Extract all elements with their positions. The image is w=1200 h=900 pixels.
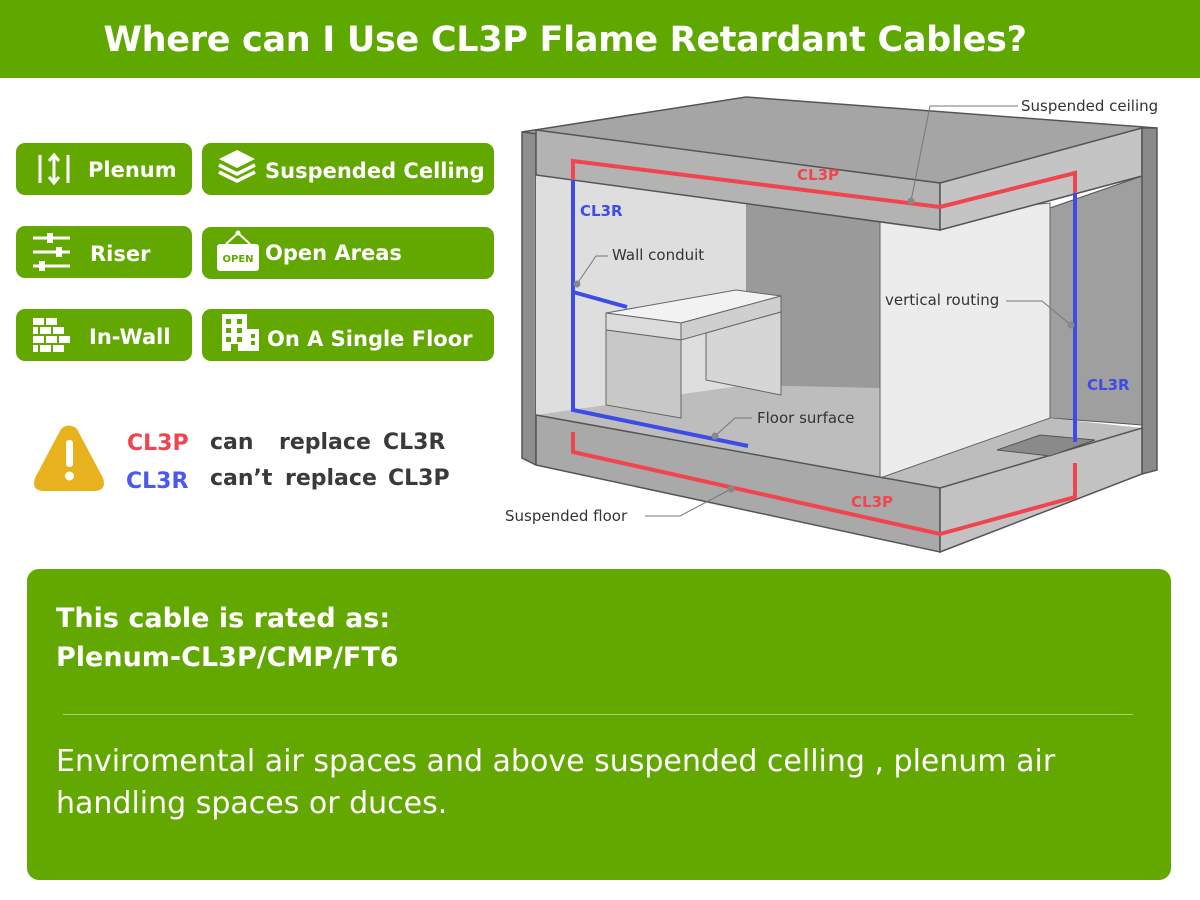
sliders-icon [33,233,70,271]
divider [63,714,1133,715]
application-in-wall: In-Wall [16,309,192,361]
application-label: On A Single Floor [267,327,473,351]
cl3p-floor-cable [571,432,1077,537]
cable-label-right-wall: CL3R [1087,376,1130,394]
callout-dot-suspended-floor [727,485,735,493]
back-wall-left [536,175,746,415]
floor-hatch [996,434,1096,457]
rule-action: replace [279,430,371,455]
rating-heading-line-2: Plenum-CL3P/CMP/FT6 [56,642,399,673]
application-label: Plenum [88,158,177,182]
callout-line-suspended-floor [645,488,732,517]
rating-heading: This cable is rated as: Plenum-CL3P/CMP/… [56,599,399,677]
cl3r-left-branch [572,290,628,309]
callout-line-wall-conduit [576,255,608,285]
rule-verb: can’t [210,466,273,491]
callout-wall-conduit: Wall conduit [612,246,704,264]
application-label: Open Areas [265,241,402,265]
callout-line-vertical-routing [1006,300,1072,326]
rule-subject: CL3R [126,469,189,494]
open-sign-icon: OPEN [217,230,259,271]
rating-description: Enviromental air spaces and above suspen… [56,744,1056,821]
cable-rating-panel: This cable is rated as: Plenum-CL3P/CMP/… [27,569,1171,880]
warning-icon [34,425,104,491]
building-icon [222,314,259,351]
vertical-arrows-icon [38,152,70,186]
application-riser: Riser [16,226,192,278]
application-open-areas: OPEN Open Areas [202,227,494,279]
callout-floor-surface: Floor surface [757,409,855,427]
callout-suspended-ceiling: Suspended ceiling [1021,97,1158,115]
header-banner: Where can I Use CL3P Flame Retardant Cab… [0,0,1200,78]
callout-dot-wall-conduit [573,280,581,288]
callout-line-ceiling [910,105,1018,202]
table-right-leg [705,311,782,396]
rule-action: replace [285,466,377,491]
callout-vertical-routing: vertical routing [885,291,999,309]
application-plenum: Plenum [16,143,192,195]
table-left-panel [605,329,682,419]
application-suspended-celling: Suspended Celling [202,143,494,195]
open-sign-text: OPEN [222,254,253,265]
callout-suspended-floor: Suspended floor [505,507,628,525]
right-outer-wall [1141,127,1158,475]
rule-subject: CL3P [127,431,189,456]
rating-heading-line-1: This cable is rated as: [56,603,391,634]
callout-dot-ceiling [907,197,915,205]
page-title: Where can I Use CL3P Flame Retardant Cab… [103,20,1027,60]
application-label: Suspended Celling [265,159,485,183]
cable-label-ceiling: CL3P [797,166,839,184]
callout-dot-vertical-routing [1067,321,1075,329]
layers-icon [218,150,256,183]
rule-object: CL3R [383,430,446,455]
cable-label-floor: CL3P [851,493,893,511]
cl3p-ceiling-cable [571,158,1077,210]
callout-dot-floor-surface [711,432,719,440]
rule-object: CL3P [388,466,450,491]
rule-verb: can [210,430,254,455]
application-label: Riser [90,242,151,266]
application-label: In-Wall [89,325,171,349]
brick-wall-icon [33,318,70,352]
building-cutaway-diagram: CL3P CL3R CL3R CL3P Suspended ceiling Wa… [505,96,1158,554]
cl3r-left-cable [571,180,749,448]
cable-label-left-wall: CL3R [580,202,623,220]
left-wall [521,129,537,467]
callout-line-floor-surface [714,417,752,437]
application-on-a-single-floor: On A Single Floor [202,309,494,361]
